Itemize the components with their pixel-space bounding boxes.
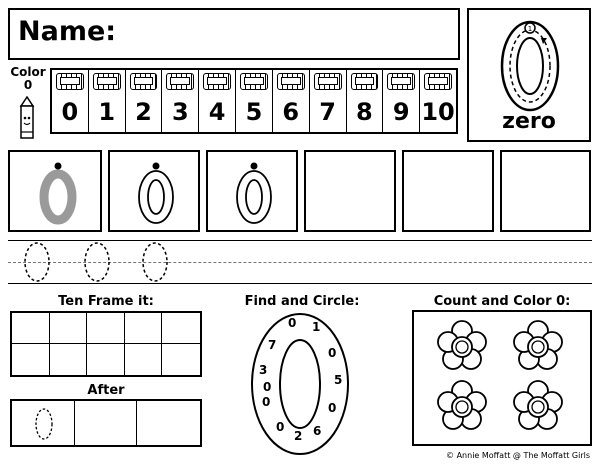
after-title: After <box>87 383 125 398</box>
digit-6[interactable]: 6 <box>313 424 322 438</box>
trace-box-outline-zero-2[interactable] <box>206 150 298 232</box>
digit-0d[interactable]: 0 <box>276 420 285 434</box>
number-cell[interactable]: 7 <box>310 70 347 132</box>
ten-frame-cell[interactable] <box>162 313 200 344</box>
footer-credit: © Annie Moffatt @ The Moffatt Girls <box>446 451 590 460</box>
number-label: 0 <box>61 98 79 126</box>
ten-frame-bus-icon <box>240 73 268 90</box>
flower-icon[interactable] <box>436 380 488 432</box>
digit-0a[interactable]: 0 <box>288 316 297 330</box>
name-label: Name: <box>18 16 117 47</box>
number-cell[interactable]: 9 <box>383 70 421 132</box>
number-cell[interactable]: 6 <box>273 70 310 132</box>
blank-practice-box[interactable] <box>304 150 396 232</box>
flower-icon[interactable] <box>512 380 564 432</box>
number-cell[interactable]: 8 <box>347 70 384 132</box>
ten-frame-cell[interactable] <box>87 344 125 375</box>
digit-1[interactable]: 1 <box>312 320 321 334</box>
zero-word-label: zero <box>502 109 556 134</box>
digit-0c[interactable]: 0 <box>328 401 337 415</box>
number-cell[interactable]: 10 <box>420 70 456 132</box>
ten-frame-cell[interactable] <box>125 344 163 375</box>
ten-frame-cell[interactable] <box>12 344 50 375</box>
ten-frame-bus-icon <box>387 73 416 90</box>
ten-frame-cell[interactable] <box>162 344 200 375</box>
digit-2[interactable]: 2 <box>294 429 303 443</box>
number-cell[interactable]: 5 <box>236 70 273 132</box>
number-cell[interactable]: 0 <box>52 70 89 132</box>
ten-frame-bus-icon <box>350 73 379 90</box>
ten-frame-bus-icon <box>313 73 342 90</box>
count-color-title: Count and Color 0: <box>433 294 571 309</box>
digit-3[interactable]: 3 <box>259 363 268 377</box>
ten-frame-cell[interactable] <box>87 313 125 344</box>
trace-box-outline-zero-1[interactable] <box>108 150 200 232</box>
number-label: 7 <box>319 98 336 126</box>
color-label-number: 0 <box>23 78 33 92</box>
trace-box-gray-zero[interactable] <box>8 150 102 232</box>
after-grid <box>10 399 202 447</box>
ten-frame-bus-icon <box>129 73 158 90</box>
number-strip: 0 1 2 3 4 5 6 7 8 9 10 <box>50 68 458 134</box>
dashed-zero-icon <box>35 408 53 440</box>
blank-practice-box[interactable] <box>402 150 494 232</box>
outline-zero-icon <box>236 162 272 224</box>
name-box[interactable]: Name: <box>8 8 460 60</box>
color-label-word: Color <box>10 65 46 79</box>
color-label: Color 0 <box>8 66 48 92</box>
digit-7[interactable]: 7 <box>268 338 277 352</box>
dashed-zero-icon <box>24 242 50 282</box>
digit-0e[interactable]: 0 <box>262 395 271 409</box>
number-label: 5 <box>245 98 263 126</box>
number-label: 8 <box>356 98 373 126</box>
dashed-zero-icon <box>142 242 168 282</box>
handwriting-mid-line[interactable] <box>8 262 592 263</box>
number-cell[interactable]: 1 <box>89 70 126 132</box>
digit-0f[interactable]: 0 <box>263 380 272 394</box>
blank-practice-box[interactable] <box>500 150 591 232</box>
number-cell[interactable]: 2 <box>126 70 163 132</box>
ten-frame-bus-icon <box>92 73 121 90</box>
traceable-zero-icon: 1 <box>500 20 560 112</box>
outline-zero-icon <box>138 162 174 224</box>
flower-icon[interactable] <box>436 320 488 372</box>
find-circle-zero <box>251 313 349 455</box>
ten-frame-bus-icon <box>424 73 452 90</box>
ten-frame-bus-icon <box>166 73 195 90</box>
svg-text:1: 1 <box>528 25 532 33</box>
after-cell-answer[interactable] <box>137 401 200 445</box>
number-cell[interactable]: 4 <box>199 70 237 132</box>
number-label: 4 <box>208 98 226 126</box>
digit-5[interactable]: 5 <box>334 373 343 387</box>
after-cell-given <box>12 401 75 445</box>
dashed-zero-icon <box>84 242 110 282</box>
zero-trace-box: 1 zero <box>467 8 591 142</box>
find-circle-title: Find and Circle: <box>244 294 360 309</box>
number-label: 6 <box>282 98 300 126</box>
crayon-icon <box>19 96 35 139</box>
ten-frame-cell[interactable] <box>49 313 88 344</box>
ten-frame-bus-icon <box>276 73 305 90</box>
number-cell[interactable]: 3 <box>162 70 200 132</box>
number-label: 10 <box>421 98 455 126</box>
ten-frame-bus-icon <box>56 73 84 90</box>
ten-frame-cell[interactable] <box>124 313 163 344</box>
number-label: 1 <box>98 98 116 126</box>
ten-frame-title: Ten Frame it: <box>58 294 154 309</box>
number-label: 2 <box>135 98 152 126</box>
after-cell-answer[interactable] <box>75 401 138 445</box>
handwriting-bottom-line <box>8 283 592 284</box>
number-label: 9 <box>392 98 410 126</box>
flower-icon[interactable] <box>512 320 564 372</box>
ten-frame-bus-icon <box>203 73 232 90</box>
digit-0b[interactable]: 0 <box>328 346 337 360</box>
number-label: 3 <box>171 98 189 126</box>
count-color-box <box>412 310 592 446</box>
ten-frame-cell[interactable] <box>50 344 88 375</box>
handwriting-top-line <box>8 240 592 241</box>
ten-frame-cell[interactable] <box>12 313 50 344</box>
ten-frame-grid <box>10 311 202 377</box>
gray-zero-icon <box>39 162 77 225</box>
